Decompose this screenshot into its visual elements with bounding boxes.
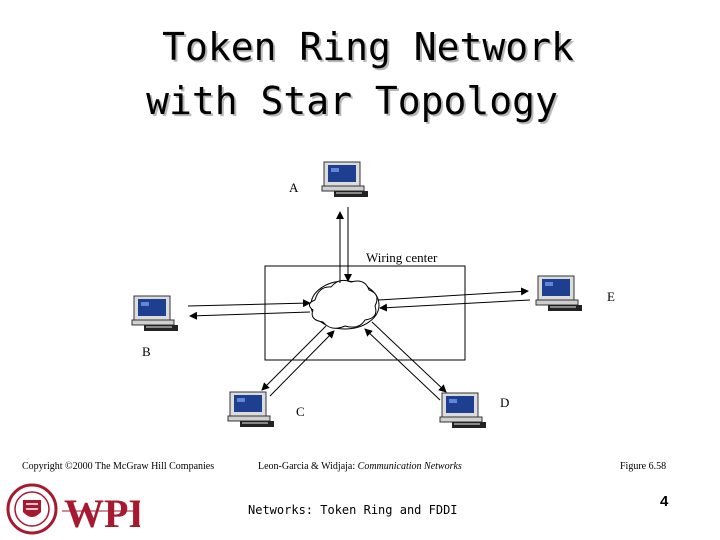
computer-a-icon [321, 161, 369, 198]
computer-b-icon [131, 295, 179, 332]
node-label-a: A [289, 180, 299, 195]
link-a [336, 207, 352, 283]
node-label-c: C [296, 404, 305, 419]
slide-subtitle: Networks: Token Ring and FDDI [248, 503, 458, 517]
link-c [261, 325, 335, 397]
wiring-center-label: Wiring center [366, 250, 438, 265]
page-number: 4 [660, 493, 669, 510]
node-label-e: E [607, 289, 615, 304]
figure-reference: Figure 6.58 [620, 461, 667, 472]
slide-title-line1: Token Ring Network [162, 25, 574, 69]
source-citation: Leon-Garcia & Widjaja: Communication Net… [258, 461, 462, 472]
slide-title-line2: with Star Topology [146, 79, 558, 123]
node-label-b: B [142, 344, 151, 359]
computer-c-icon [227, 391, 275, 428]
link-e [377, 287, 531, 312]
source-authors: Leon-Garcia & Widjaja: [258, 461, 358, 472]
node-label-d: D [500, 395, 509, 410]
wpi-seal-icon [6, 483, 58, 535]
wiring-center-box [264, 265, 466, 361]
computer-e-icon [535, 275, 583, 312]
source-book-title: Communication Networks [357, 461, 462, 472]
link-b [187, 299, 311, 320]
wpi-logo: WPI [6, 483, 140, 535]
wpi-logo-text: WPI [64, 491, 140, 535]
link-d [364, 321, 447, 401]
hub-ring [309, 279, 380, 330]
computer-d-icon [439, 392, 487, 429]
copyright-text: Copyright ©2000 The McGraw Hill Companie… [22, 461, 215, 472]
